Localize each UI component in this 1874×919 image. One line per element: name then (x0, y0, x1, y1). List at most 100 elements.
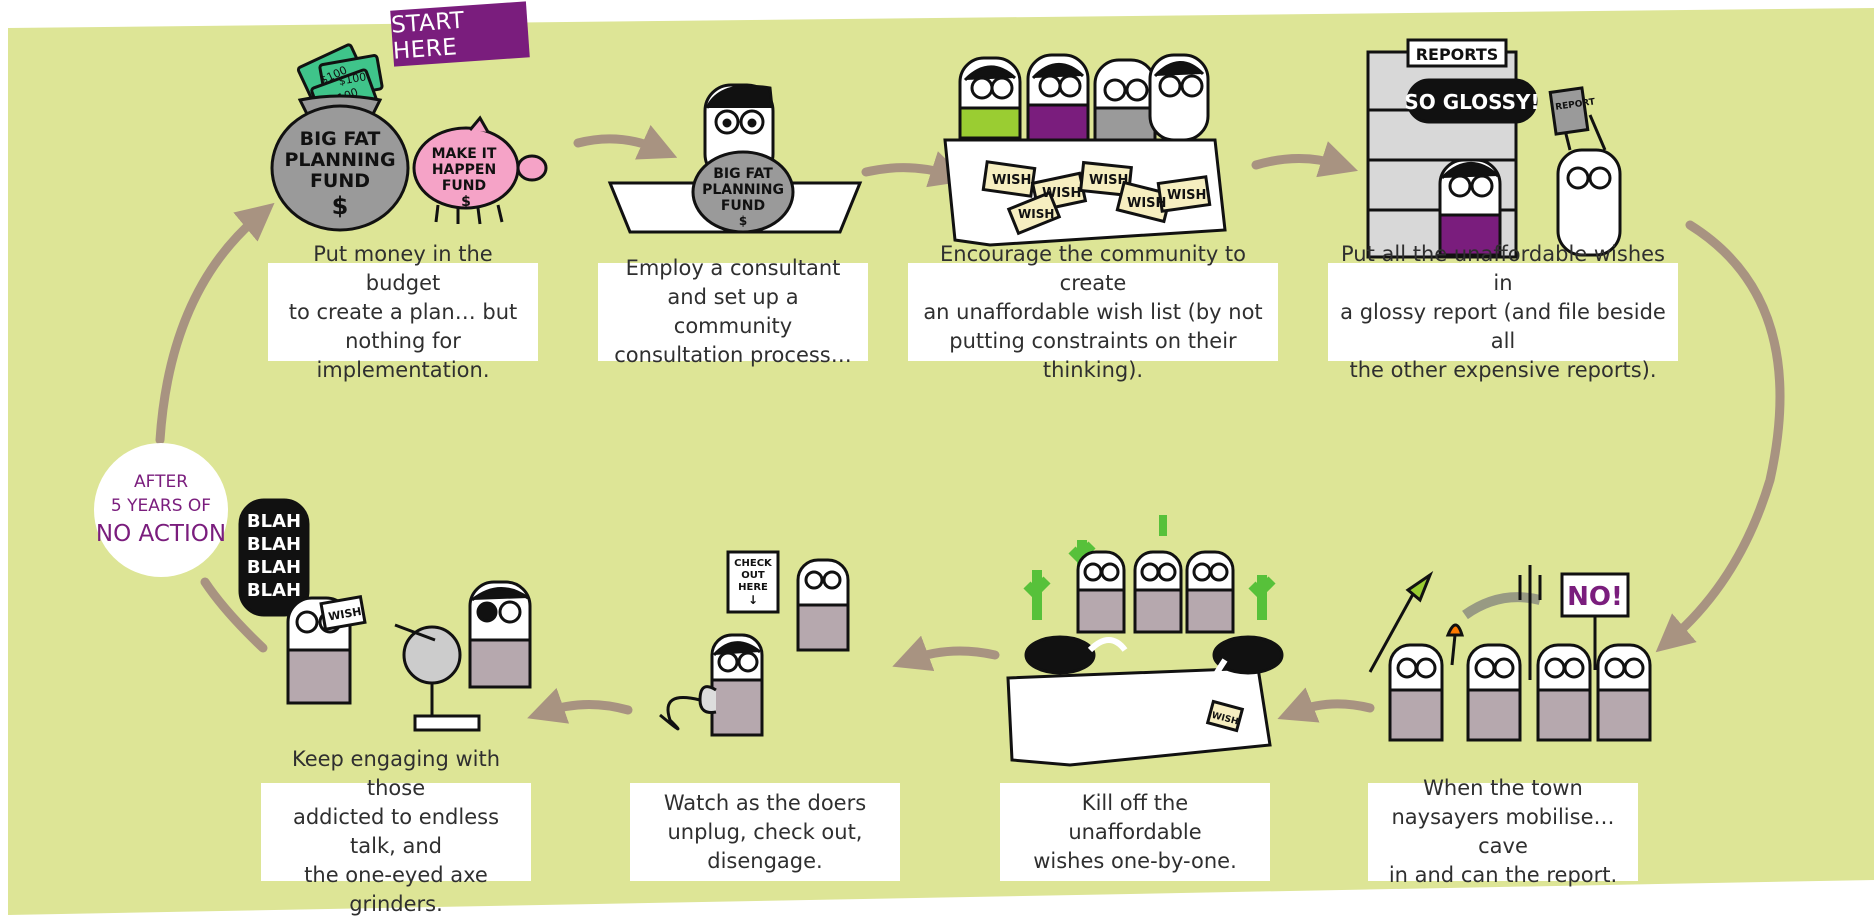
wish-label-3: WISH (1089, 173, 1128, 188)
piggy-leg-3 (476, 207, 482, 225)
big-fat-planning-fund-bag (270, 104, 410, 232)
wish-label-4: WISH (1127, 196, 1166, 211)
step-2-text: Employ a consultant and set up a communi… (614, 256, 852, 367)
eye-patch (476, 601, 498, 623)
cycle-arrows (155, 125, 1785, 724)
speech-bubble-glossy (1406, 78, 1538, 124)
protest-sign-text: NO! (1567, 582, 1623, 612)
protest-sign (1560, 572, 1630, 618)
wish-note-6 (1006, 190, 1062, 236)
unplugged-cord (659, 696, 701, 731)
axe-handle (394, 623, 436, 642)
step-3-text: Encourage the community to create an una… (923, 241, 1263, 382)
vulture-1 (1024, 635, 1096, 675)
blah-line4: BLAH (247, 580, 301, 601)
badge-line2: 5 YEARS OF (110, 496, 212, 516)
held-wish-label: WISH (327, 605, 362, 624)
torch-smoke (1462, 592, 1542, 620)
piggy-text-line2: HAPPEN (432, 162, 496, 178)
grinding-wheel (402, 625, 462, 685)
broom-handle (1368, 584, 1420, 673)
step-1-text: Put money in the budget to create a plan… (288, 241, 518, 382)
wish-label-1: WISH (992, 173, 1031, 188)
step-4-caption: Put all the unaffordable wishes in a glo… (1328, 242, 1678, 382)
arrow-5-to-6 (1277, 687, 1375, 723)
consultant-hair (705, 84, 774, 109)
checkout-sign-arrow: ↓ (748, 593, 758, 607)
piggy-leg-4 (496, 204, 504, 223)
bag-text-line1: BIG FAT (300, 128, 381, 150)
bag-dollar-sign: $ (332, 192, 349, 220)
step-5-text: When the town naysayers mobilise… cave i… (1388, 776, 1618, 887)
piggy-dollar: $ (461, 194, 471, 210)
speech-bubble-blah (238, 498, 310, 617)
piggy-snout (516, 154, 548, 182)
small-bag-line2: PLANNING (702, 182, 784, 198)
bag-text-line2: PLANNING (284, 149, 395, 171)
wish-label-5: WISH (1167, 188, 1206, 203)
start-here-label: START HERE (390, 7, 466, 65)
scene-money-bag: $100 $100 $100 BIG FAT PLANNING FUND $ M… (270, 43, 548, 232)
after-five-years-badge: AFTER 5 YEARS OF NO ACTION (94, 443, 228, 577)
vulture-2 (1212, 635, 1284, 675)
arrow-3-to-4 (1251, 141, 1358, 178)
arrow-4-to-5 (1655, 220, 1785, 653)
wish-label-2: WISH (1042, 186, 1081, 201)
bag-text-line3: FUND (310, 170, 370, 192)
wish-label-6: WISH (1018, 207, 1054, 221)
speech-glossy-text: SO GLOSSY! (1404, 90, 1539, 114)
wish-note-3 (1079, 160, 1133, 198)
small-planning-fund-bag (691, 150, 795, 234)
scene-wish-list: WISH WISH WISH WISH WISH WISH (943, 53, 1227, 247)
small-bag-dollar: $ (739, 214, 747, 228)
piggy-leg-1 (434, 204, 440, 223)
piggy-text-line3: FUND (442, 178, 486, 194)
scene-consultant: BIG FAT PLANNING FUND $ (607, 83, 863, 234)
arrow-2-to-3 (861, 151, 968, 188)
blah-line2: BLAH (247, 534, 301, 555)
torch-handle (1450, 634, 1457, 666)
blah-line3: BLAH (247, 557, 301, 578)
arrow-8-to-badge (200, 577, 268, 653)
step-6-text: Kill off the unaffordable wishes one-by-… (1033, 790, 1237, 873)
step-5-caption: When the town naysayers mobilise… cave i… (1368, 776, 1638, 887)
scene-naysayers: NO! (1368, 565, 1652, 742)
report-document (1548, 86, 1590, 136)
small-bag-line1: BIG FAT (713, 166, 773, 182)
badge-line1: AFTER (133, 472, 189, 492)
cactus-4 (1023, 570, 1051, 620)
cactus-2 (1248, 575, 1276, 620)
arrow-7-to-8 (527, 687, 633, 724)
checkout-sign-line3: HERE (738, 582, 768, 593)
step-6-caption: Kill off the unaffordable wishes one-by-… (1000, 783, 1270, 881)
scene-glossy-report: REPORTS SO GLOSSY! REPORT (1366, 38, 1622, 259)
checkout-sign (726, 550, 780, 614)
step-8-caption: Keep engaging with those addicted to end… (261, 747, 531, 916)
checkout-sign-line2: OUT (741, 570, 765, 581)
blah-line1: BLAH (247, 511, 301, 532)
arrow-badge-to-1 (155, 202, 275, 445)
broom-head (1405, 570, 1434, 603)
scene-endless-talk: BLAH BLAH BLAH BLAH WISH (238, 498, 532, 732)
checkout-sign-line1: CHECK (734, 558, 773, 569)
step-8-text: Keep engaging with those addicted to end… (291, 747, 501, 916)
unplugged-cord-plug (698, 685, 717, 714)
bill-label-2: $100 (337, 70, 367, 88)
wish-note-5 (1156, 175, 1212, 213)
step-7-text: Watch as the doers unplug, check out, di… (663, 790, 867, 873)
step-4-text: Put all the unaffordable wishes in a glo… (1340, 241, 1666, 382)
reports-sign-text: REPORTS (1416, 45, 1499, 64)
torch-flame (1445, 623, 1465, 637)
step-2-caption: Employ a consultant and set up a communi… (598, 256, 868, 367)
pitchfork-tines (1518, 565, 1542, 600)
step-7-caption: Watch as the doers unplug, check out, di… (630, 783, 900, 881)
step-3-caption: Encourage the community to create an una… (908, 242, 1278, 382)
start-here-tag: START HERE (390, 1, 530, 67)
grinder-base (413, 714, 481, 732)
piggy-ear (468, 115, 490, 133)
held-wish-paper (319, 594, 367, 632)
scene-kill-wishes: WISH (1006, 515, 1284, 767)
arrow-6-to-7 (892, 635, 1000, 672)
badge-line3: NO ACTION (95, 521, 227, 547)
